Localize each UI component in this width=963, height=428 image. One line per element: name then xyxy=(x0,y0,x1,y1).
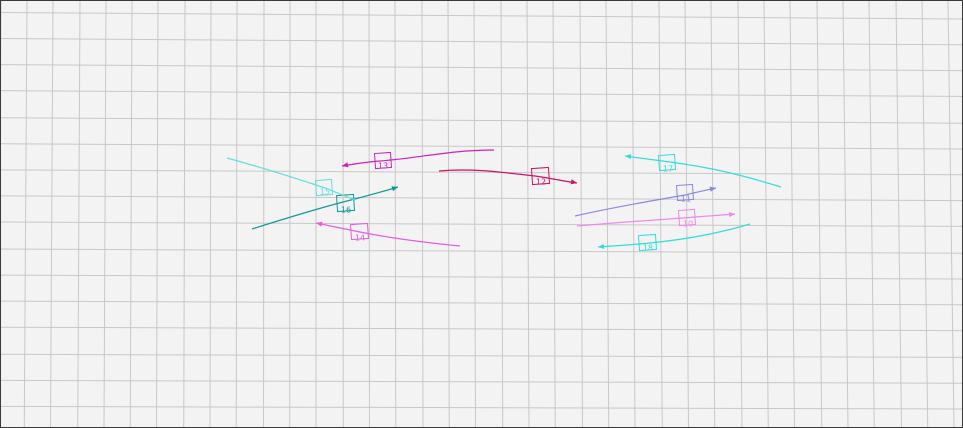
grid-line-horizontal xyxy=(0,353,963,358)
arrow-11[interactable]: 11 xyxy=(574,183,717,217)
grid-line-horizontal xyxy=(0,248,963,254)
arrow-14[interactable]: 14 xyxy=(315,221,461,247)
arrow-14-label-box xyxy=(349,222,370,241)
grid-line-horizontal xyxy=(0,195,963,202)
grid-line-vertical xyxy=(921,0,929,428)
arrow-12-label: 12 xyxy=(536,178,546,187)
grid-line-vertical xyxy=(447,0,450,428)
grid-line-vertical xyxy=(368,0,370,428)
arrow-15[interactable]: 15 xyxy=(226,157,356,201)
grid-line-vertical xyxy=(23,0,28,428)
arrow-16-label-box xyxy=(335,193,356,213)
arrow-layer: 13 12 14 16 15 17 11 10 18 xyxy=(226,149,782,253)
grid-line-vertical xyxy=(77,0,81,428)
grid-line-vertical xyxy=(209,0,212,428)
grid-line-vertical xyxy=(394,0,397,428)
arrow-17[interactable]: 17 xyxy=(624,153,782,188)
grid-line-horizontal xyxy=(0,143,963,150)
arrow-15-label-box xyxy=(314,178,334,197)
arrow-11-label-box xyxy=(675,183,695,202)
arrow-10-line xyxy=(576,213,736,227)
grid-line-horizontal xyxy=(0,221,963,227)
arrow-17-line xyxy=(624,155,782,188)
grid-line-horizontal xyxy=(0,274,963,280)
arrow-18-arrowhead xyxy=(598,243,605,249)
arrow-12[interactable]: 12 xyxy=(438,166,578,187)
grid-line-vertical xyxy=(103,0,107,428)
grid-line-vertical xyxy=(263,0,265,428)
arrow-13-line xyxy=(341,149,495,167)
arrow-12-arrowhead xyxy=(570,179,577,185)
arrow-15-line xyxy=(226,157,356,201)
grid-line-vertical xyxy=(156,0,159,428)
arrow-11-line xyxy=(574,187,717,217)
arrow-12-label-box xyxy=(530,166,551,186)
arrow-14-label: 14 xyxy=(355,234,365,243)
grid-line-vertical xyxy=(895,0,902,428)
grid-line-horizontal xyxy=(0,38,963,46)
grid-line-vertical xyxy=(552,0,556,428)
arrow-14-line xyxy=(315,222,461,247)
arrow-17-label-box xyxy=(657,153,677,172)
arrow-16[interactable]: 16 xyxy=(251,186,399,230)
arrow-18-label-box xyxy=(637,233,658,252)
arrow-12-line xyxy=(438,169,578,184)
arrow-10-label-box xyxy=(677,208,697,227)
arrow-13-label-box xyxy=(373,151,393,170)
grid-line-horizontal xyxy=(0,90,963,97)
arrow-10-label: 10 xyxy=(683,220,693,229)
grid-line-vertical xyxy=(421,0,424,428)
grid-line-horizontal xyxy=(0,326,963,332)
grid-line-vertical xyxy=(183,0,186,428)
grid-line-vertical xyxy=(947,0,955,428)
grid-line-vertical xyxy=(50,0,54,428)
grid-line-horizontal xyxy=(0,117,963,124)
arrow-10-arrowhead xyxy=(728,212,735,218)
grid-line-horizontal xyxy=(0,379,963,384)
arrow-14-arrowhead xyxy=(316,221,323,227)
arrow-13-arrowhead xyxy=(342,162,349,168)
grid-line-horizontal xyxy=(0,12,963,20)
grid-line-horizontal xyxy=(0,405,963,410)
arrow-10[interactable]: 10 xyxy=(576,208,736,229)
grid-line-vertical xyxy=(129,0,133,428)
arrow-15-label: 15 xyxy=(320,188,330,197)
grid-line-horizontal xyxy=(0,64,963,72)
arrow-18-line xyxy=(597,223,751,248)
arrow-18[interactable]: 18 xyxy=(597,223,751,253)
arrow-17-label: 17 xyxy=(663,165,673,174)
grid-line-vertical xyxy=(526,0,530,428)
arrow-16-label: 16 xyxy=(341,206,351,215)
arrow-13[interactable]: 13 xyxy=(341,149,495,171)
arrow-16-line xyxy=(251,186,399,230)
grid-line-vertical xyxy=(235,0,238,428)
arrow-11-label: 11 xyxy=(681,195,691,204)
arrow-16-arrowhead xyxy=(391,186,398,192)
arrow-18-label: 18 xyxy=(643,244,653,253)
grid-line-horizontal xyxy=(0,169,963,176)
arrow-13-label: 13 xyxy=(378,162,388,171)
grid-line-vertical xyxy=(500,0,504,428)
arrow-17-arrowhead xyxy=(625,154,632,160)
arrow-11-arrowhead xyxy=(709,186,716,192)
grid-line-horizontal xyxy=(0,300,963,306)
grid-line-vertical xyxy=(473,0,476,428)
